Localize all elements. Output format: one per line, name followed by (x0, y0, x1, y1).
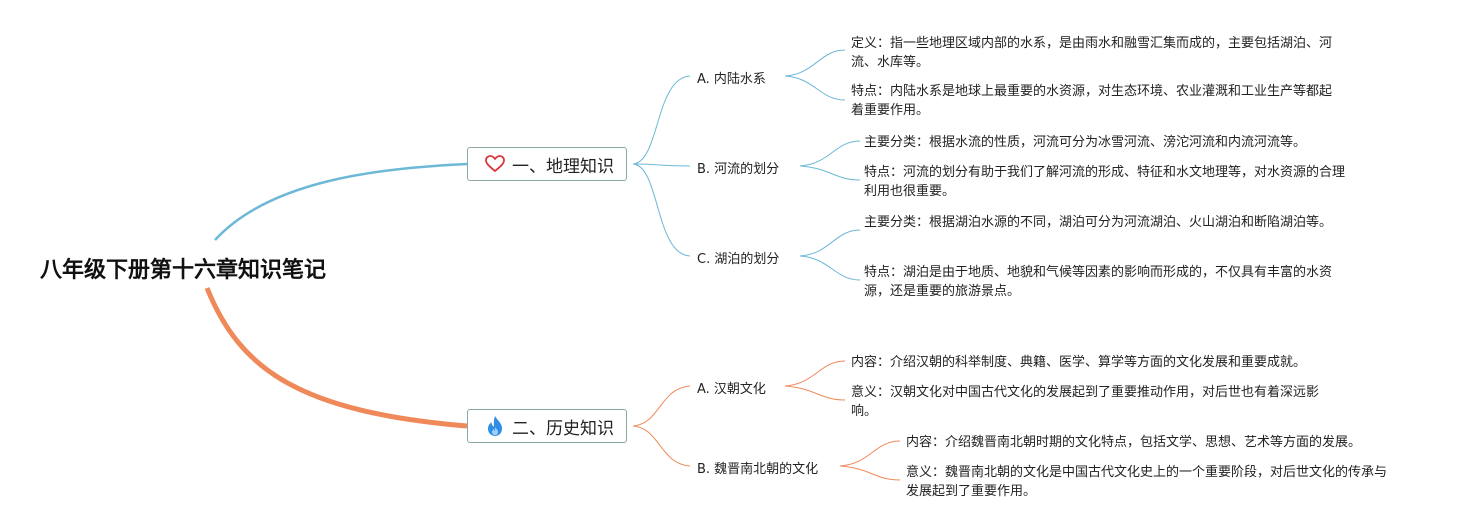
fire-icon (484, 415, 506, 437)
edge-geo-a-1 (784, 49, 846, 77)
edge-geo-c-1 (799, 229, 861, 257)
edge-geo-b-2 (799, 165, 861, 181)
edge-geo-b (632, 163, 691, 167)
sub-river-division[interactable]: B. 河流的划分 (697, 162, 780, 177)
heart-icon (484, 153, 506, 175)
leaf-inland-feature[interactable]: 特点：内陆水系是地球上最重要的水资源，对生态环境、农业灌溉和工业生产等都起着重要… (851, 84, 1333, 118)
edge-geo-a-2 (784, 75, 846, 101)
leaf-river-feature[interactable]: 特点：河流的划分有助于我们了解河流的形成、特征和水文地理等，对水资源的合理利用也… (864, 165, 1346, 199)
edge-geo-a (632, 75, 691, 165)
edge-geo-c-2 (799, 255, 861, 281)
leaf-lake-feature[interactable]: 特点：湖泊是由于地质、地貌和气候等因素的影响而形成的，不仅具有丰富的水资源，还是… (864, 265, 1333, 299)
root-title[interactable]: 八年级下册第十六章知识笔记 (40, 258, 327, 283)
edge-his-b-1 (839, 440, 901, 467)
sub-han-culture[interactable]: A. 汉朝文化 (697, 382, 766, 397)
edge-root-history (204, 287, 468, 429)
leaf-river-classes[interactable]: 主要分类：根据水流的性质，河流可分为冰雪河流、滂沱河流和内流河流等。 (864, 135, 1307, 150)
leaf-inland-definition[interactable]: 定义：指一些地理区域内部的水系，是由雨水和融雪汇集而成的，主要包括湖泊、河流、水… (851, 36, 1333, 70)
sub-lake-division[interactable]: C. 湖泊的划分 (697, 252, 780, 267)
edge-his-a-2 (784, 385, 846, 401)
edge-geo-c (632, 163, 691, 257)
leaf-weijin-meaning[interactable]: 意义：魏晋南北朝的文化是中国古代文化史上的一个重要阶段，对后世文化的传承与发展起… (906, 465, 1388, 499)
sub-wei-jin-culture[interactable]: B. 魏晋南北朝的文化 (697, 462, 819, 477)
sub-inland-water[interactable]: A. 内陆水系 (697, 72, 766, 87)
edge-geo-b-1 (799, 140, 861, 167)
edge-his-b-2 (839, 465, 901, 481)
edge-his-a-1 (784, 360, 846, 387)
leaf-han-meaning[interactable]: 意义：汉朝文化对中国古代文化的发展起到了重要推动作用，对后世也有着深远影响。 (851, 385, 1320, 419)
leaf-han-content[interactable]: 内容：介绍汉朝的科举制度、典籍、医学、算学等方面的文化发展和重要成就。 (851, 355, 1307, 370)
branch-label: 一、地理知识 (512, 156, 614, 177)
edge-his-a (632, 385, 691, 427)
branch-label: 二、历史知识 (512, 418, 614, 439)
branch-history[interactable]: 二、历史知识 (467, 409, 627, 443)
edge-root-geography (214, 162, 468, 241)
edge-his-b (632, 425, 691, 467)
branch-geography[interactable]: 一、地理知识 (467, 147, 627, 181)
leaf-lake-classes[interactable]: 主要分类：根据湖泊水源的不同，湖泊可分为河流湖泊、火山湖泊和断陷湖泊等。 (864, 215, 1333, 230)
leaf-weijin-content[interactable]: 内容：介绍魏晋南北朝时期的文化特点，包括文学、思想、艺术等方面的发展。 (906, 435, 1362, 450)
